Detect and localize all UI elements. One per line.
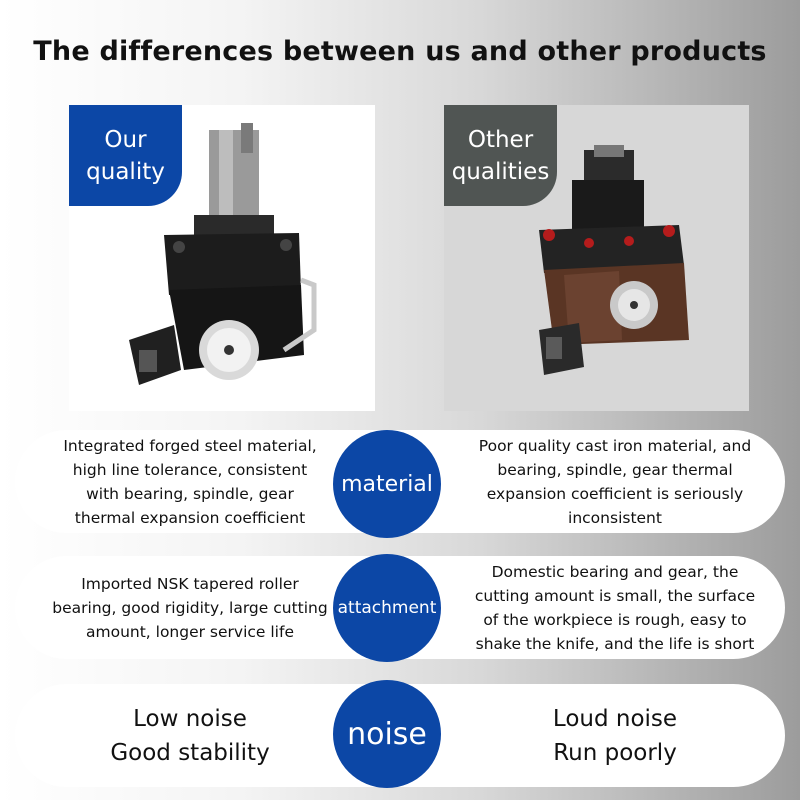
text-line: thermal expansion coefficient — [74, 508, 306, 527]
text-line: cutting amount is small, the surface — [474, 586, 756, 605]
text-line: bearing, spindle, gear thermal — [497, 460, 733, 479]
text-line: high line tolerance, consistent — [72, 460, 308, 479]
attachment-label-circle: attachment — [333, 554, 441, 662]
other-product-panel: Other qualities — [444, 105, 749, 411]
our-tool-holder-image — [129, 123, 317, 385]
text-line: Low noise — [133, 705, 247, 732]
our-tag-line2: quality — [86, 158, 165, 185]
our-material-text: Integrated forged steel material, high l… — [35, 430, 345, 533]
our-noise-text: Low noise Good stability — [35, 684, 345, 787]
page-title: The differences between us and other pro… — [33, 36, 767, 67]
other-material-text: Poor quality cast iron material, and bea… — [455, 430, 775, 533]
text-line: inconsistent — [568, 508, 662, 527]
text-line: with bearing, spindle, gear — [86, 484, 294, 503]
other-tool-holder-image — [539, 145, 689, 375]
other-noise-text: Loud noise Run poorly — [455, 684, 775, 787]
text-line: Loud noise — [552, 705, 678, 732]
text-line: Run poorly — [553, 739, 677, 766]
text-line: Poor quality cast iron material, and — [478, 436, 752, 455]
our-attachment-text: Imported NSK tapered roller bearing, goo… — [35, 556, 345, 659]
text-line: Imported NSK tapered roller — [81, 574, 299, 593]
our-quality-tag: Our quality — [69, 105, 182, 206]
noise-label-circle: noise — [333, 680, 441, 788]
text-line: Good stability — [110, 739, 270, 766]
text-line: Domestic bearing and gear, the — [491, 562, 739, 581]
text-line: Integrated forged steel material, — [63, 436, 317, 455]
our-product-panel: Our quality — [69, 105, 375, 411]
text-line: of the workpiece is rough, easy to — [483, 610, 747, 629]
other-tag-line2: qualities — [451, 158, 550, 185]
text-line: bearing, good rigidity, large cutting — [52, 598, 328, 617]
our-tag-line1: Our — [104, 126, 147, 153]
text-line: shake the knife, and the life is short — [475, 634, 755, 653]
text-line: expansion coefficient is seriously — [486, 484, 744, 503]
other-tag-line1: Other — [467, 126, 534, 153]
text-line: amount, longer service life — [85, 622, 294, 641]
material-label-circle: material — [333, 430, 441, 538]
other-attachment-text: Domestic bearing and gear, the cutting a… — [455, 556, 775, 659]
other-quality-tag: Other qualities — [444, 105, 557, 206]
